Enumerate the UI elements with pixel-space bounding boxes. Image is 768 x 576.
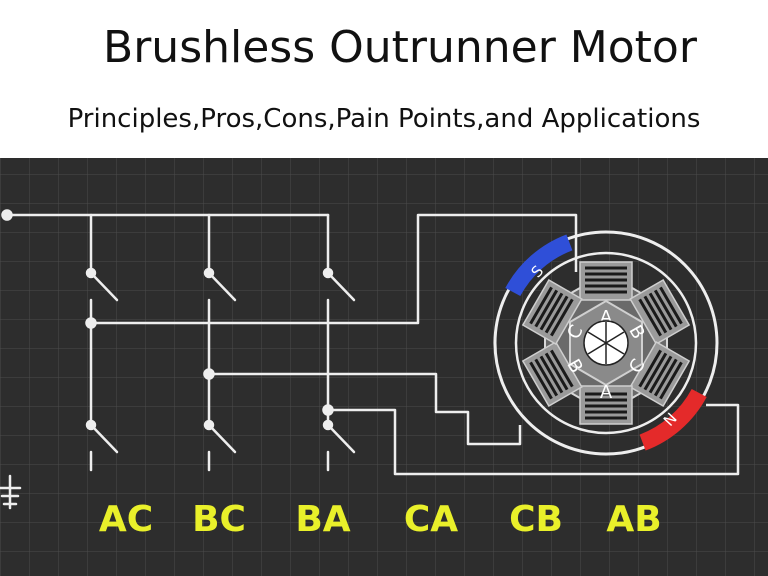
step-label-ab: AB bbox=[606, 499, 661, 540]
page-subtitle: Principles,Pros,Cons,Pain Points,and App… bbox=[67, 104, 701, 134]
switch-b-low bbox=[207, 423, 237, 454]
step-label-bc: BC bbox=[192, 499, 246, 540]
coil-top-right bbox=[629, 278, 691, 346]
inverter-bridge bbox=[0, 209, 356, 510]
coil-bottom-right bbox=[629, 340, 691, 408]
coil-bottom-left bbox=[521, 340, 583, 408]
rotor-outer-ring bbox=[493, 230, 719, 456]
north-magnet bbox=[639, 388, 707, 451]
coil-top bbox=[579, 261, 633, 301]
phase-a-wire bbox=[91, 213, 578, 325]
phase-step-labels: AC BC BA CA CB AB bbox=[99, 499, 662, 540]
phase-b-wire bbox=[209, 372, 522, 446]
shaft-spokes bbox=[587, 322, 625, 364]
pole-label-a-bottom: A bbox=[600, 382, 613, 403]
switch-a-high bbox=[89, 271, 119, 302]
step-label-cb: CB bbox=[509, 499, 563, 540]
circuit-diagram: S N bbox=[0, 158, 768, 576]
switch-a-low bbox=[89, 423, 119, 454]
switch-b-high bbox=[207, 271, 237, 302]
step-label-ac: AC bbox=[99, 499, 153, 540]
header: Brushless Outrunner Motor Principles,Pro… bbox=[0, 0, 768, 158]
switch-c-low bbox=[326, 423, 356, 454]
phase-wires bbox=[91, 213, 740, 476]
coil-bottom bbox=[579, 385, 633, 425]
rotor-inner-ring bbox=[514, 251, 698, 435]
coil-top-left bbox=[521, 278, 583, 346]
step-label-ba: BA bbox=[295, 499, 350, 540]
south-magnet bbox=[505, 234, 573, 297]
outrunner-motor: S N bbox=[493, 230, 719, 456]
phase-c-wire bbox=[328, 403, 740, 476]
stator-coils bbox=[521, 261, 691, 425]
switch-c-high bbox=[326, 271, 356, 302]
step-label-ca: CA bbox=[404, 499, 458, 540]
page-title: Brushless Outrunner Motor bbox=[103, 22, 697, 73]
